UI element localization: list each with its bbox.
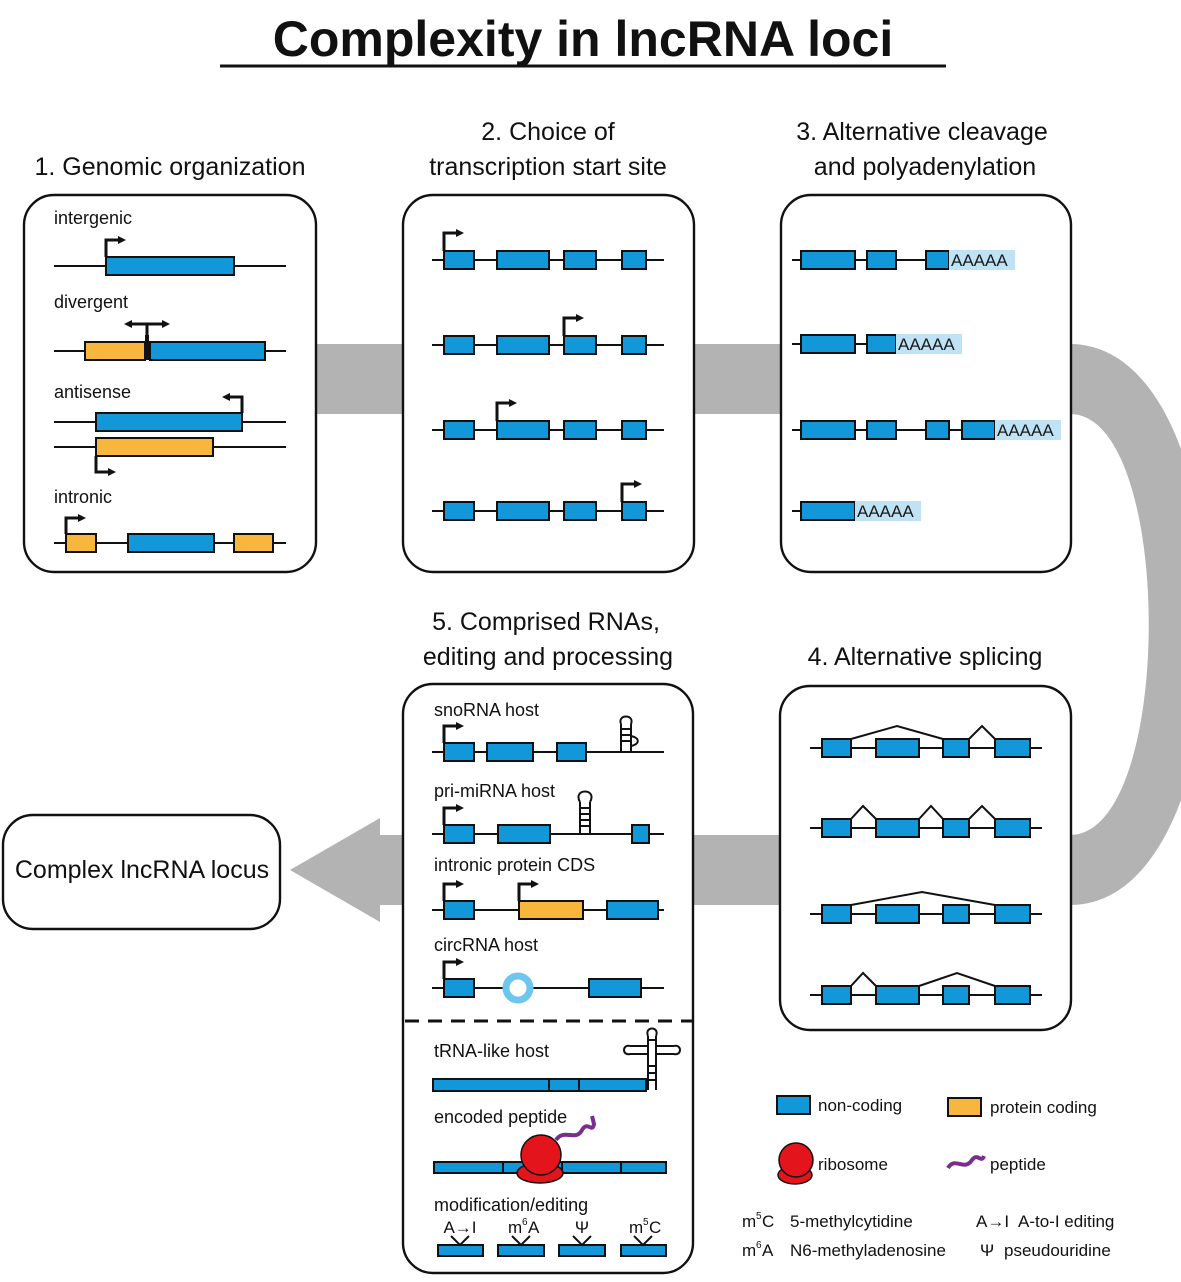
legend-ribosome-label: ribosome (818, 1155, 888, 1174)
abbreviations: m 5 C 5-methylcytidine m 6 A N6-methylad… (742, 1211, 1114, 1260)
page-title: Complexity in lncRNA loci (273, 11, 893, 67)
legend-ribosome-icon (777, 1142, 814, 1185)
mark-m5c-c: C (649, 1218, 661, 1237)
legend-noncoding-label: non-coding (818, 1096, 902, 1115)
heading-genomic-organization: 1. Genomic organization (35, 153, 306, 181)
complex-locus-label: Complex lncRNA locus (15, 856, 269, 884)
abbr-m6a-sup: 6 (756, 1240, 762, 1251)
abbr-m6a-a: A (762, 1241, 774, 1260)
abbr-m6a-m: m (742, 1241, 756, 1260)
tss-arrow-icon (495, 399, 517, 421)
label-divergent: divergent (54, 292, 128, 312)
peptide-icon (554, 1115, 597, 1142)
ribosome-icon (516, 1134, 564, 1184)
flow-connector-1-2 (315, 344, 405, 414)
abbr-psi-text: pseudouridine (1004, 1241, 1111, 1260)
mark-m6a-m: m (508, 1218, 522, 1237)
exon-noncoding (105, 256, 235, 276)
label-intergenic: intergenic (54, 208, 132, 228)
abbr-m5c-sup: 5 (756, 1211, 762, 1222)
abbr-m5c-text: 5-methylcytidine (790, 1212, 913, 1231)
abbr-psi-symbol: Ψ (980, 1241, 994, 1260)
splicing-content (810, 724, 1042, 1005)
flow-arrows (290, 344, 1181, 922)
mark-a-to-i: A→I (443, 1218, 476, 1237)
flow-connector-3-4 (1070, 344, 1181, 905)
polya-tail: AAAAA (898, 335, 955, 354)
legend-protein-coding-swatch (947, 1097, 982, 1117)
heading-tss-line1: 2. Choice of (481, 118, 614, 146)
abbr-a-to-i-text: A-to-I editing (1018, 1212, 1114, 1231)
label-modification-editing: modification/editing (434, 1195, 588, 1215)
label-circrna-host: circRNA host (434, 935, 538, 955)
label-antisense: antisense (54, 382, 131, 402)
label-intronic: intronic (54, 487, 112, 507)
cleavage-content: AAAAA AAAAA AAAAA AAAAA (792, 250, 1061, 521)
tss-arrow-icon (442, 229, 464, 251)
flow-connector-4-5 (692, 835, 782, 905)
tss-arrow-icon (222, 393, 244, 413)
panel-genomic-organization (22, 193, 318, 574)
abbr-a-to-i-symbol: A→I (976, 1212, 1009, 1231)
panel-cleavage-polyadenylation (779, 193, 1073, 574)
mark-m5c-sup: 5 (643, 1217, 649, 1228)
label-pri-mirna-host: pri-miRNA host (434, 781, 555, 801)
circrna-icon (502, 972, 534, 1004)
legend-protein-coding-label: protein coding (990, 1098, 1097, 1117)
heading-cleavage-line1: 3. Alternative cleavage (796, 118, 1048, 146)
abbr-m5c-c: C (762, 1212, 774, 1231)
heading-splicing: 4. Alternative splicing (808, 643, 1043, 671)
polya-tail: AAAAA (997, 421, 1054, 440)
abbr-m6a-text: N6-methyladenosine (790, 1241, 946, 1260)
mark-m6a-a: A (528, 1218, 540, 1237)
abbr-m5c-m: m (742, 1212, 756, 1231)
mirna-hairpin-icon (577, 790, 593, 834)
flow-arrow-to-locus (290, 818, 405, 922)
tss-arrow-icon (104, 236, 126, 257)
legend-peptide-icon (946, 1155, 986, 1170)
comprised-content: snoRNA host pri-miRNA host intronic prot… (405, 700, 692, 1257)
exon-noncoding (149, 341, 266, 361)
complex-locus-box (1, 813, 282, 931)
heading-cleavage-line2: and polyadenylation (814, 153, 1036, 181)
exon-noncoding (95, 412, 243, 432)
exon-protein-coding (84, 341, 146, 361)
mark-pseudouridine: Ψ (575, 1218, 589, 1237)
trna-cloverleaf-icon (623, 1027, 681, 1090)
tss-arrow-icon (562, 314, 584, 336)
panel-tss (401, 193, 696, 574)
panel-alternative-splicing (778, 684, 1073, 1032)
panel-comprised-rnas (401, 682, 695, 1275)
snorna-hairpin-icon (619, 715, 639, 752)
flow-connector-2-3 (692, 344, 782, 414)
tss-content (432, 229, 664, 521)
tss-arrow-icon (64, 514, 86, 534)
polya-tail: AAAAA (857, 502, 914, 521)
heading-tss-line2: transcription start site (429, 153, 667, 181)
genomic-organization-content: intergenic divergent antisense intronic (54, 208, 286, 553)
tss-arrow-icon (620, 480, 642, 502)
polya-tail: AAAAA (951, 251, 1008, 270)
legend-noncoding-swatch (776, 1095, 811, 1115)
label-trna-like-host: tRNA-like host (434, 1041, 549, 1061)
label-encoded-peptide: encoded peptide (434, 1107, 567, 1127)
label-snorna-host: snoRNA host (434, 700, 539, 720)
legend-peptide-label: peptide (990, 1155, 1046, 1174)
tss-arrow-icon (94, 456, 116, 476)
legend: non-coding protein coding ribosome pepti… (776, 1095, 1097, 1185)
mark-m6a-sup: 6 (522, 1217, 528, 1228)
mark-m5c-m: m (629, 1218, 643, 1237)
heading-comprised-line1: 5. Comprised RNAs, (432, 608, 660, 636)
exon-protein-coding (95, 437, 214, 457)
heading-comprised-line2: editing and processing (423, 643, 673, 671)
label-intronic-protein-cds: intronic protein CDS (434, 855, 595, 875)
